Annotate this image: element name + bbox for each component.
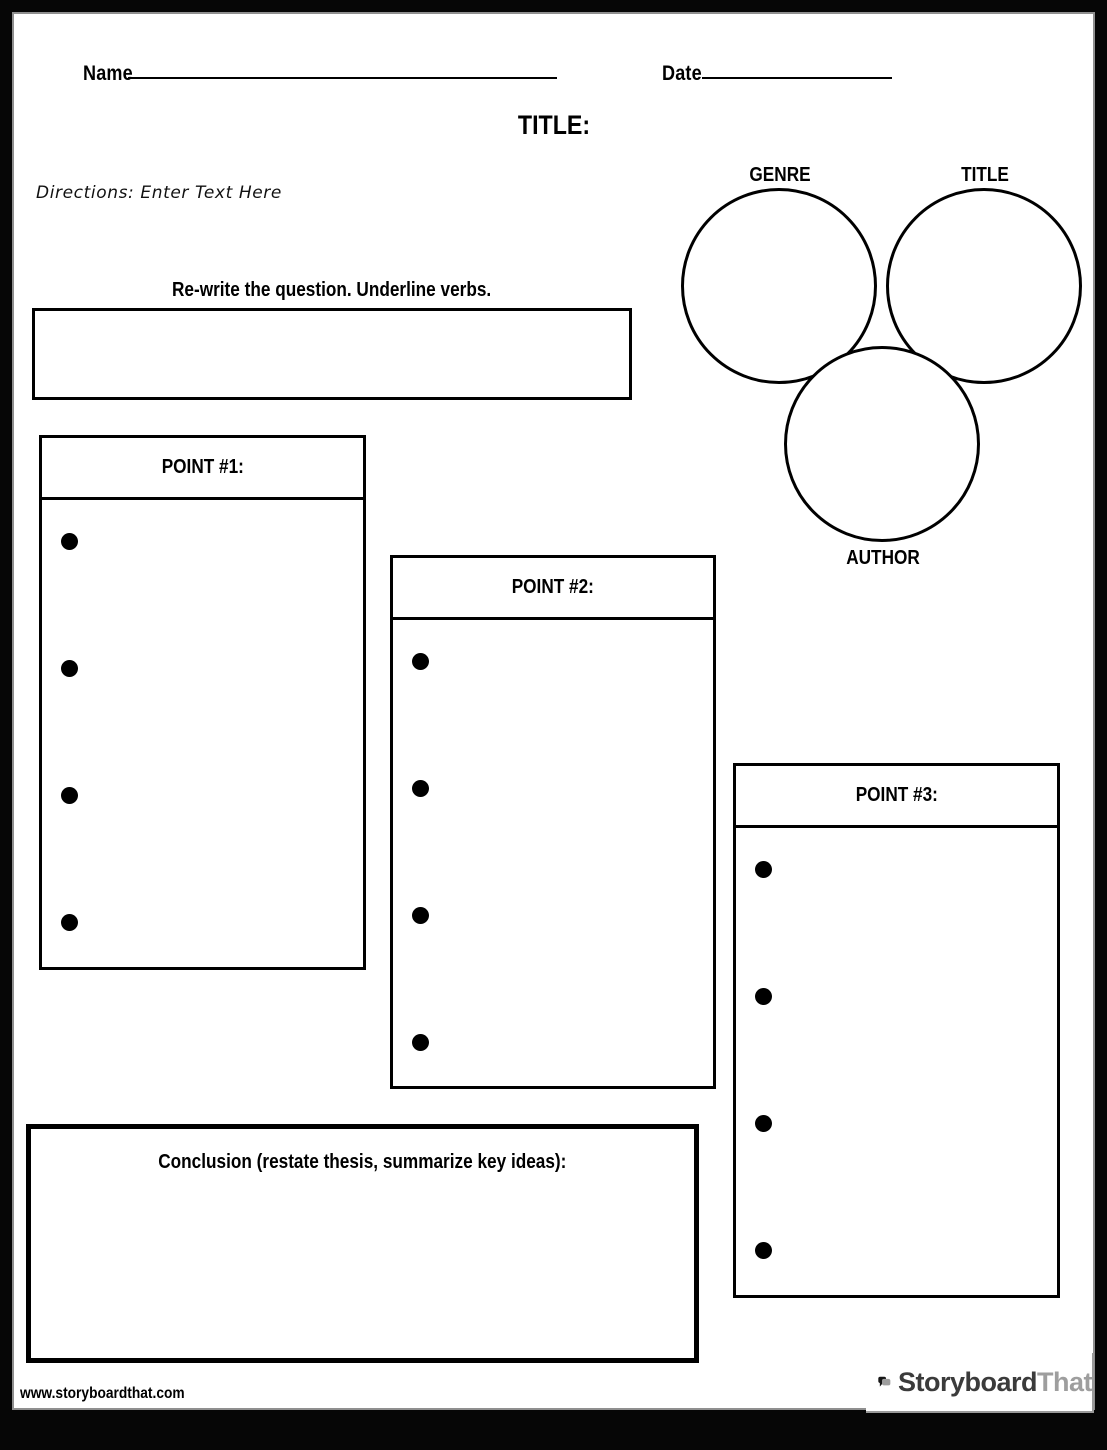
directions-text: Directions: Enter Text Here [36, 183, 282, 203]
name-label: Name [83, 62, 133, 85]
conclusion-box[interactable]: Conclusion (restate thesis, summarize ke… [26, 1124, 699, 1363]
point-2-notes-area[interactable] [393, 620, 713, 1051]
author-circle[interactable] [784, 346, 980, 542]
bullet-dot [61, 787, 78, 804]
title-circle[interactable] [886, 188, 1082, 384]
bullet-dot [412, 1034, 429, 1051]
bullet-dot [61, 533, 78, 550]
point-1-header: POINT #1: [42, 438, 363, 500]
storyboardthat-logo: StoryboardThat [866, 1353, 1094, 1413]
point-2-panel: POINT #2: [390, 555, 716, 1089]
worksheet-title: TITLE: [517, 110, 590, 140]
name-input-line[interactable] [128, 77, 557, 79]
worksheet-page: Name Date TITLE: Directions: Enter Text … [12, 12, 1095, 1410]
title-circle-label: TITLE [961, 164, 1009, 186]
date-label: Date [662, 62, 702, 85]
conclusion-label: Conclusion (restate thesis, summarize ke… [158, 1151, 567, 1173]
bullet-dot [755, 861, 772, 878]
logo-text-that: That [1037, 1366, 1093, 1397]
question-prompt: Re-write the question. Underline verbs. [172, 279, 492, 301]
point-3-header: POINT #3: [736, 766, 1057, 828]
genre-circle[interactable] [681, 188, 877, 384]
point-3-notes-area[interactable] [736, 828, 1057, 1259]
logo-text-storyboard: Storyboard [897, 1366, 1038, 1397]
bullet-dot [412, 780, 429, 797]
bullet-dot [755, 1115, 772, 1132]
point-1-panel: POINT #1: [39, 435, 366, 970]
question-answer-box[interactable] [32, 308, 632, 400]
bullet-dot [755, 988, 772, 1005]
point-1-notes-area[interactable] [42, 500, 363, 931]
point-3-panel: POINT #3: [733, 763, 1060, 1298]
point-2-header: POINT #2: [393, 558, 713, 620]
bullet-dot [61, 660, 78, 677]
genre-label: GENRE [749, 164, 811, 186]
author-label: AUTHOR [846, 547, 920, 569]
bullet-dot [755, 1242, 772, 1259]
bullet-dot [412, 653, 429, 670]
bullet-dot [412, 907, 429, 924]
bullet-dot [61, 914, 78, 931]
footer-url: www.storyboardthat.com [20, 1385, 185, 1402]
date-input-line[interactable] [702, 77, 892, 79]
speech-bubbles-icon [878, 1376, 891, 1387]
